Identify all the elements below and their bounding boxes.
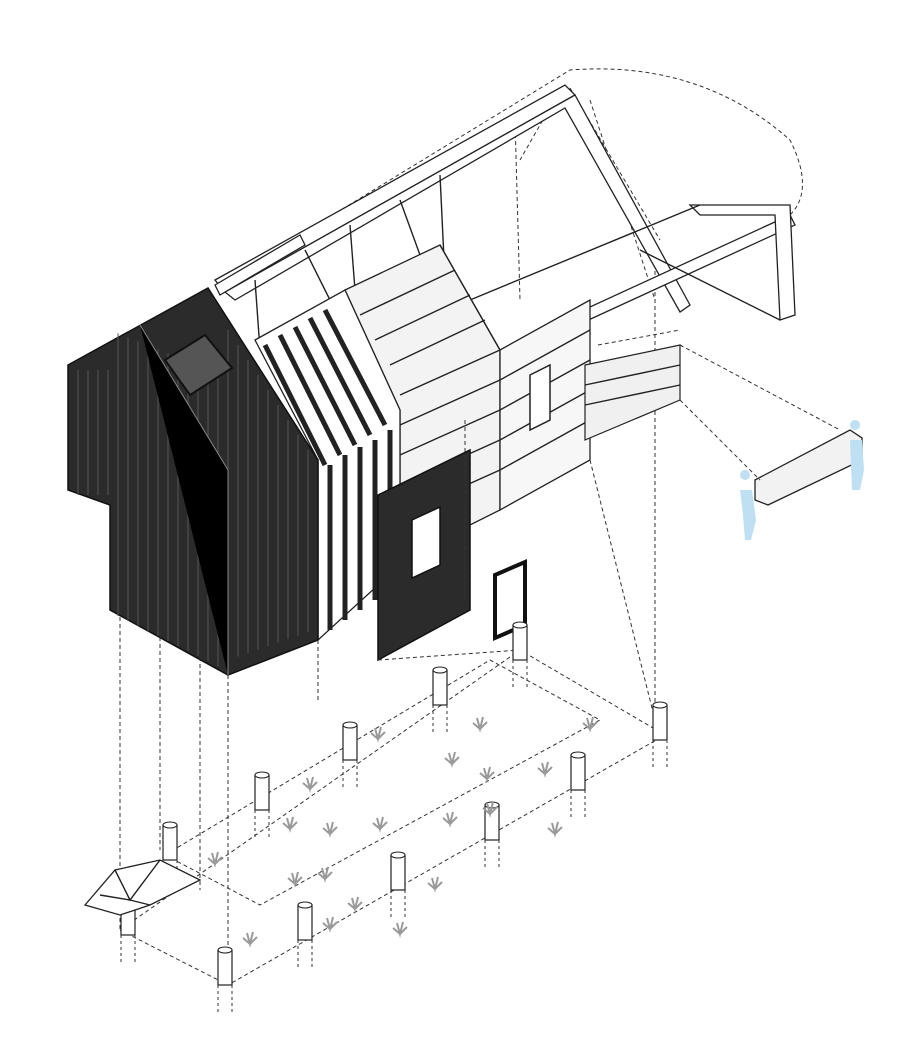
post [254, 771, 270, 840]
grass-tuft [444, 751, 460, 768]
grass-tuft [427, 876, 443, 893]
projection-lines [119, 329, 841, 985]
post [432, 666, 448, 735]
person-icon [740, 470, 756, 540]
grass-tuft [242, 931, 258, 948]
grass-tuft [442, 811, 458, 828]
post [570, 751, 586, 820]
grass-tuft [482, 801, 498, 818]
grass-tuft [317, 866, 333, 883]
grass-tuft [207, 851, 223, 868]
bench [754, 429, 863, 506]
grass-tuft [392, 921, 408, 938]
vegetation [207, 716, 598, 948]
human-figures [740, 420, 864, 540]
grass-tuft [282, 816, 298, 833]
post [342, 721, 358, 790]
post [297, 901, 313, 970]
grass-tuft [472, 716, 488, 733]
post [162, 821, 178, 890]
door-window [411, 505, 441, 580]
ground-plane [119, 649, 666, 986]
rock-facets [99, 859, 161, 906]
grass-tuft [372, 816, 388, 833]
skylight [163, 333, 234, 397]
post [217, 946, 233, 1015]
grass-tuft [547, 821, 563, 838]
batten-section [254, 289, 401, 642]
grass-tuft [582, 716, 598, 733]
grass-tuft [322, 916, 338, 933]
post [390, 851, 406, 920]
post [512, 621, 528, 690]
person-icon [850, 420, 864, 490]
grass-tuft [347, 896, 363, 913]
grass-tuft [287, 871, 303, 888]
grass-tuft [322, 821, 338, 838]
grass-tuft [479, 766, 495, 783]
timber-frame [213, 84, 796, 351]
dark-cladding-volume [67, 287, 319, 676]
rock [83, 859, 202, 916]
grass-tuft [302, 776, 318, 793]
roof-envelope-outline [299, 68, 803, 236]
grass-tuft [370, 726, 386, 743]
dark-door-panel [377, 448, 527, 662]
grass-tuft [537, 761, 553, 778]
foundation-posts [120, 621, 668, 1015]
window-opening [529, 363, 551, 432]
post [652, 701, 668, 770]
